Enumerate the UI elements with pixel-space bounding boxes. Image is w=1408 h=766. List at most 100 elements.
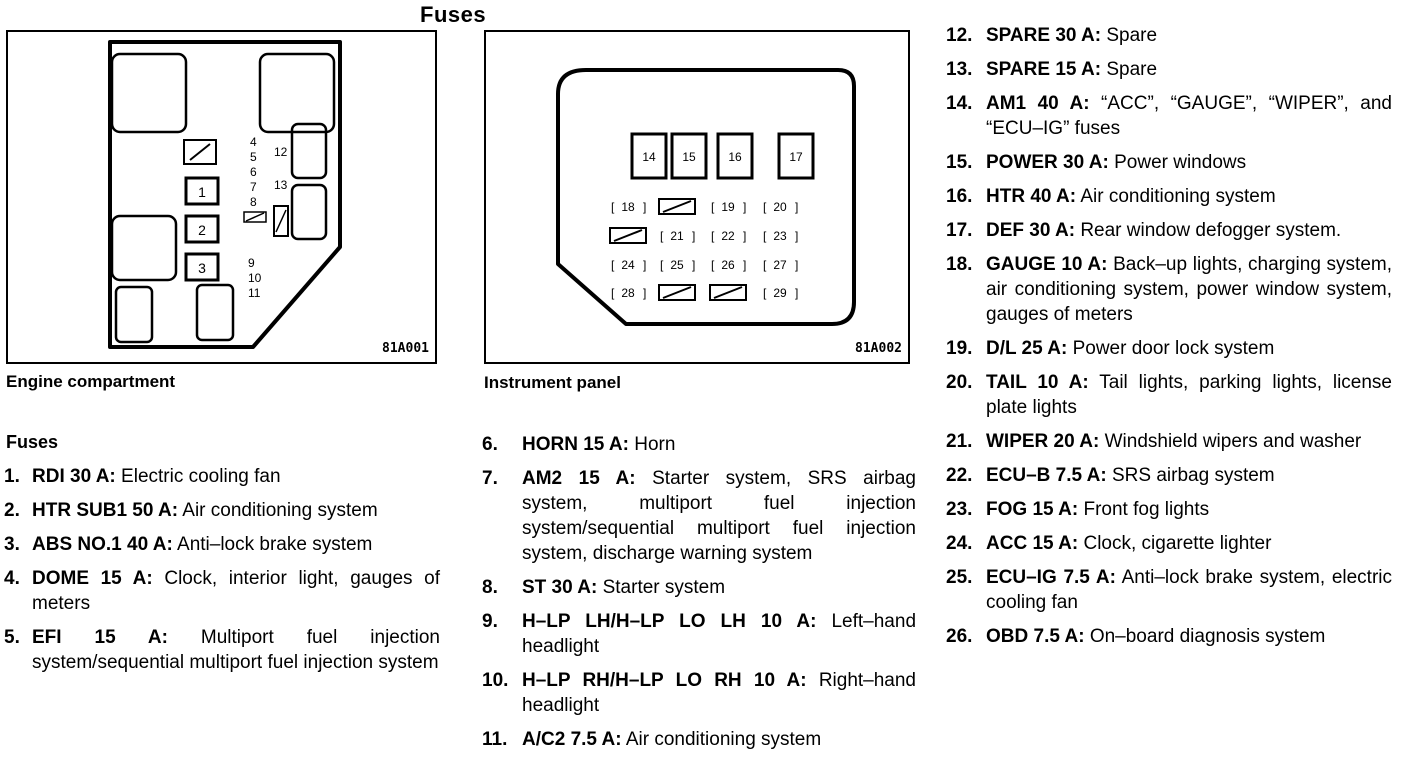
fuse-item-text: EFI 15 A: Multiport fuel injection syste…	[32, 625, 440, 675]
fuse-item-text: HTR 40 A: Air conditioning system	[986, 184, 1392, 209]
fuse-label-24: 24	[621, 258, 635, 272]
fuse-item-description: Spare	[1106, 25, 1158, 46]
fuse-list-item: 10.H–LP RH/H–LP LO RH 10 A: Right–hand h…	[482, 668, 916, 718]
fuse-list-item: 21.WIPER 20 A: Windshield wipers and was…	[946, 429, 1392, 454]
fuse-label-bracket: [	[611, 258, 615, 272]
fuse-label-29: 29	[773, 286, 787, 300]
figure-code: 81A001	[382, 341, 429, 356]
fuse-item-code: ACC 15 A:	[986, 533, 1079, 554]
fuse-list-item: 23.FOG 15 A: Front fog lights	[946, 497, 1392, 522]
engine-compartment-diagram: 1 2 3 4 5 6 7 8 12 13 9 10 11 81A001	[6, 30, 437, 364]
fuse-item-code: HTR 40 A:	[986, 186, 1077, 207]
fuse-label-bracket: [	[611, 200, 615, 214]
fuse-list-item: 5. EFI 15 A: Multiport fuel injection sys…	[4, 625, 440, 675]
fuse-item-description: Tail lights, parking lights, license pla…	[986, 372, 1393, 418]
fuse-label-bracket: ]	[692, 229, 695, 243]
fuse-item-text: OBD 7.5 A: On–board diagnosis system	[986, 624, 1392, 649]
fuse-label-22: 22	[721, 229, 735, 243]
fuse-label-bracket: [	[711, 258, 715, 272]
fuse-label-16: 16	[728, 150, 742, 164]
fuse-item-number: 7.	[482, 468, 498, 489]
fuse-list-item: 22.ECU–B 7.5 A: SRS airbag system	[946, 463, 1392, 488]
fuse-item-text: HORN 15 A: Horn	[522, 432, 916, 457]
fuse-list-item: 2.HTR SUB1 50 A: Air conditioning system	[4, 498, 440, 523]
fuse-item-text: A/C2 7.5 A: Air conditioning system	[522, 727, 916, 752]
fuse-label-2: 2	[198, 222, 206, 238]
fuse-item-description: Air conditioning system	[1080, 186, 1276, 207]
fuse-item-text: ECU–IG 7.5 A: Anti–lock brake system, el…	[986, 565, 1392, 615]
fuse-item-number: 14.	[946, 93, 973, 114]
fuse-item-code: RDI 30 A:	[32, 466, 116, 487]
fuse-label-bracket: [	[711, 229, 715, 243]
fuse-list-column-3: 12. SPARE 30 A: Spare 13.SPARE 15 A: Spare…	[946, 23, 1392, 658]
fuse-item-description: Clock, cigarette lighter	[1083, 533, 1272, 554]
fuse-item-description: Horn	[634, 434, 676, 455]
fuse-label-25: 25	[670, 258, 684, 272]
figure-caption-instrument: Instrument panel	[484, 373, 621, 392]
fuse-list-item: 13.SPARE 15 A: Spare	[946, 57, 1392, 82]
fuse-item-code: ECU–B 7.5 A:	[986, 465, 1107, 486]
fuse-label-bracket: ]	[795, 229, 798, 243]
fuse-label-bracket: ]	[743, 200, 746, 214]
fuse-item-code: AM2 15 A:	[522, 468, 636, 489]
fuse-list-item: 24. ACC 15 A: Clock, cigarette lighter	[946, 531, 1392, 556]
fuse-item-description: Windshield wipers and washer	[1104, 431, 1362, 452]
fuse-item-description: Front fog lights	[1083, 499, 1210, 520]
fuse-label-bracket: [	[763, 200, 767, 214]
fuse-list-item: 11.A/C2 7.5 A: Air conditioning system	[482, 727, 916, 752]
fuse-item-number: 24.	[946, 533, 973, 554]
fuse-label-bracket: [	[763, 286, 767, 300]
fuse-item-number: 6.	[482, 434, 498, 455]
fuse-list-item: 14.AM1 40 A: “ACC”, “GAUGE”, “WIPER”, an…	[946, 91, 1392, 141]
fuse-item-number: 3.	[4, 534, 20, 555]
fuse-item-number: 23.	[946, 499, 973, 520]
fuse-label-10: 10	[248, 271, 262, 285]
fuse-label-7: 7	[250, 180, 257, 194]
fuse-label-bracket: ]	[743, 229, 746, 243]
fuse-item-code: POWER 30 A:	[986, 152, 1109, 173]
fuse-item-text: POWER 30 A: Power windows	[986, 150, 1392, 175]
fuse-item-code: OBD 7.5 A:	[986, 626, 1085, 647]
fuse-item-number: 26.	[946, 626, 973, 647]
fuse-item-description: Starter system, SRS airbag system, multi…	[522, 468, 916, 564]
fuse-label-27: 27	[773, 258, 787, 272]
engine-fuse-box-drawing: 1 2 3 4 5 6 7 8 12 13 9 10 11	[108, 40, 342, 349]
fuse-list-item: 16.HTR 40 A: Air conditioning system	[946, 184, 1392, 209]
fuse-item-code: H–LP RH/H–LP LO RH 10 A:	[522, 670, 807, 691]
fuse-item-number: 25.	[946, 567, 973, 588]
fuse-item-code: WIPER 20 A:	[986, 431, 1100, 452]
fuse-label-bracket: [	[660, 229, 664, 243]
fuse-item-number: 17.	[946, 220, 973, 241]
fuse-label-1: 1	[198, 184, 206, 200]
fuse-item-number: 12.	[946, 25, 973, 46]
fuse-item-text: ST 30 A: Starter system	[522, 575, 916, 600]
fuse-label-bracket: ]	[692, 258, 695, 272]
fuse-list-item: 17.DEF 30 A: Rear window defogger system…	[946, 218, 1392, 243]
fuse-list-item: 26. OBD 7.5 A: On–board diagnosis system	[946, 624, 1392, 649]
fuse-label-23: 23	[773, 229, 787, 243]
fuse-label-bracket: ]	[643, 258, 646, 272]
fuse-item-description: Left–hand headlight	[522, 611, 917, 657]
fuse-label-18: 18	[621, 200, 635, 214]
fuse-list-item: 12. SPARE 30 A: Spare	[946, 23, 1392, 48]
fuse-item-code: D/L 25 A:	[986, 338, 1068, 359]
fuse-list-item: 25. ECU–IG 7.5 A: Anti–lock brake system,…	[946, 565, 1392, 615]
fuse-item-number: 5.	[4, 627, 20, 648]
fuse-label-9: 9	[248, 256, 255, 270]
fuse-label-14: 14	[642, 150, 656, 164]
fuse-label-bracket: [	[660, 258, 664, 272]
fuse-list-item: 15.POWER 30 A: Power windows	[946, 150, 1392, 175]
fuse-item-description: Right–hand headlight	[522, 670, 917, 716]
fuse-list-item: 7. AM2 15 A: Starter system, SRS airbag s…	[482, 466, 916, 566]
fuse-item-code: SPARE 30 A:	[986, 25, 1102, 46]
fuse-label-17: 17	[789, 150, 803, 164]
fuse-item-number: 2.	[4, 500, 20, 521]
fuse-item-description: SRS airbag system	[1112, 465, 1275, 486]
fuse-item-description: Multiport fuel injection system/sequenti…	[32, 627, 440, 673]
fuse-list-item: 9.H–LP LH/H–LP LO LH 10 A: Left–hand hea…	[482, 609, 916, 659]
fuse-item-text: ABS NO.1 40 A: Anti–lock brake system	[32, 532, 440, 557]
fuse-list-item: 20.TAIL 10 A: Tail lights, parking light…	[946, 370, 1392, 420]
